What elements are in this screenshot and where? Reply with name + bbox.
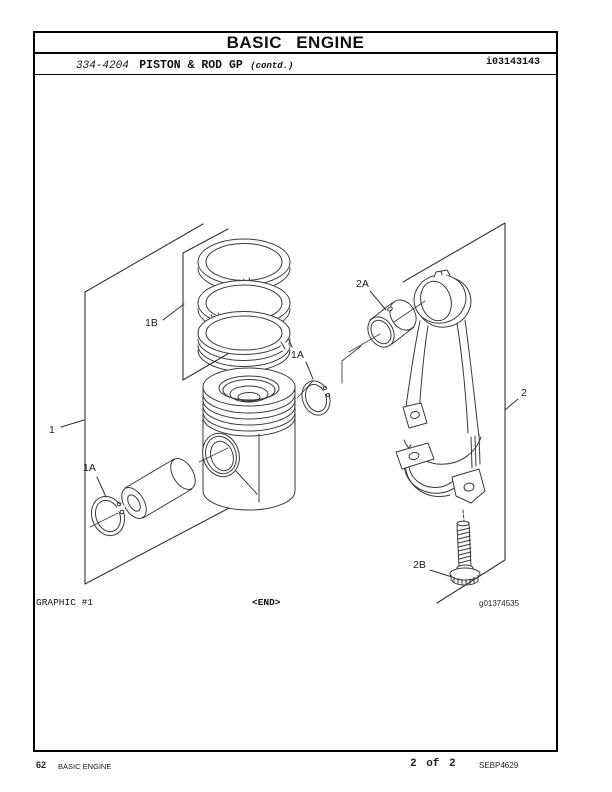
group-2-boundary (402, 222, 506, 604)
part-heading: 334-4204 PISTON & ROD GP (contd.) (76, 55, 293, 73)
end-marker: <END> (252, 597, 281, 608)
contd-note: (contd.) (250, 61, 294, 71)
snap-ring-1a-center (301, 380, 331, 416)
callout-1: 1 (49, 424, 55, 436)
callout-labels: 1 1A 1B 1A 2A 2 2B (49, 278, 527, 571)
piston (202, 367, 296, 511)
callout-2b: 2B (413, 559, 426, 571)
callout-1a-center: 1A (291, 349, 304, 361)
callout-1a-left: 1A (83, 462, 96, 474)
leader-lines (60, 290, 519, 578)
piston-rings (197, 238, 293, 372)
graphic-caption: GRAPHIC #1 (36, 597, 94, 608)
part-number: 334-4204 (76, 60, 129, 72)
pin-bushing (367, 299, 417, 348)
connecting-rod (395, 269, 486, 504)
callout-1b: 1B (145, 317, 158, 329)
rod-bolt (449, 509, 481, 586)
footer-section: BASIC ENGINE (58, 761, 112, 771)
media-id: i03143143 (485, 57, 540, 68)
callout-2a: 2A (356, 278, 369, 290)
subtitle-row: 334-4204 PISTON & ROD GP (contd.) i03143… (35, 54, 556, 75)
wrist-pin (121, 458, 196, 519)
group-1b-boundary (182, 228, 232, 381)
footer-page-of: 2 of 2 (410, 758, 456, 770)
part-name: PISTON & ROD GP (139, 59, 243, 72)
group-1-boundary (84, 223, 251, 585)
footer-page-number: 62 (36, 760, 47, 770)
footer-doc-id: SEBP4629 (479, 761, 519, 770)
graphic-id: g01374535 (479, 599, 520, 608)
page-header: BASIC ENGINE (35, 33, 556, 54)
centerlines (89, 300, 426, 528)
page-title: BASIC ENGINE (226, 32, 365, 52)
snap-ring-1a-left (90, 495, 126, 537)
callout-2: 2 (521, 387, 527, 399)
